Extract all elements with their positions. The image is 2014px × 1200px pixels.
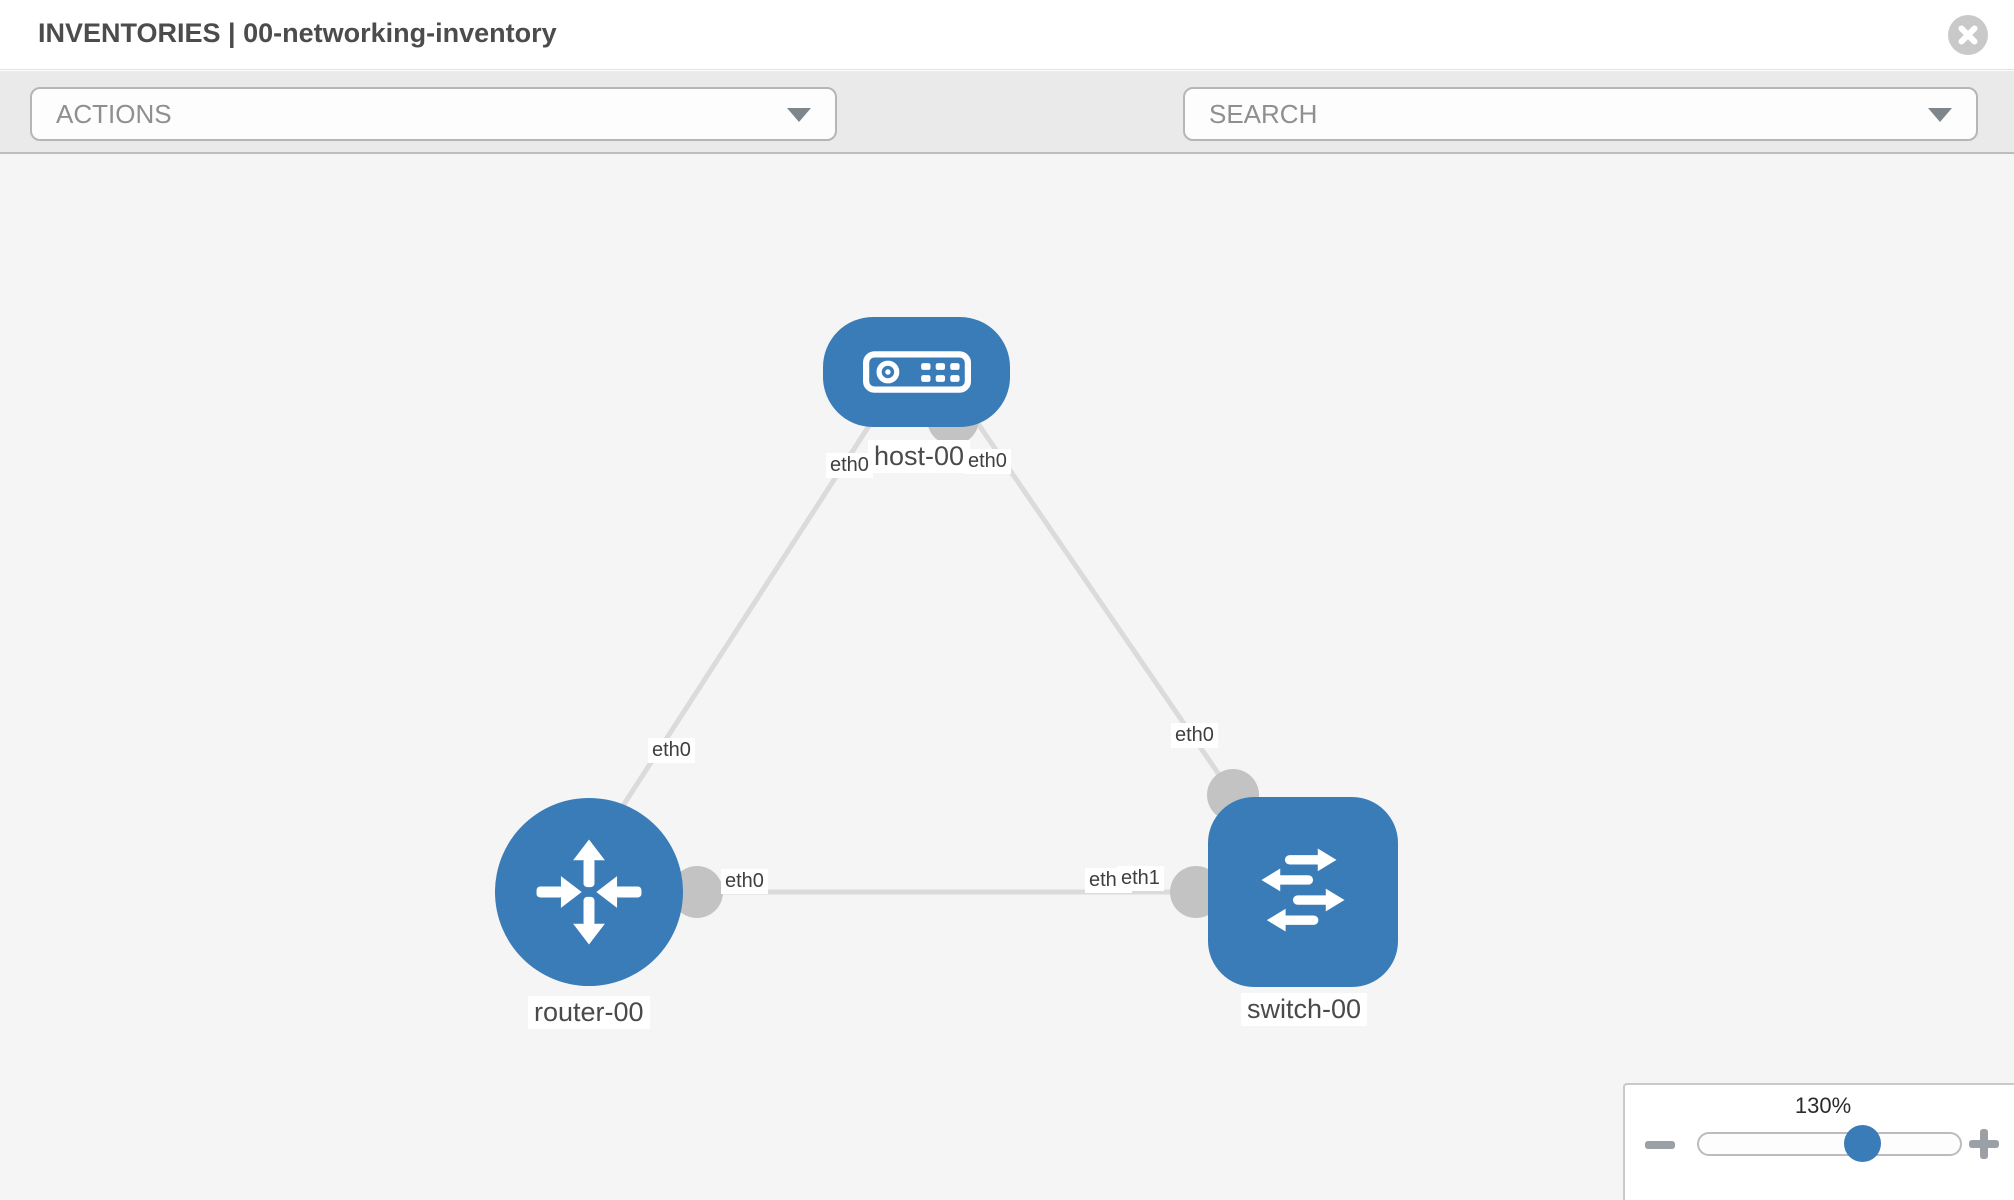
switch-icon bbox=[1261, 848, 1345, 932]
node-label-switch: switch-00 bbox=[1241, 993, 1368, 1026]
node-switch-00[interactable] bbox=[1208, 797, 1398, 987]
interface-label: eth0 bbox=[648, 738, 695, 763]
node-router-00[interactable] bbox=[495, 798, 683, 986]
page-title: INVENTORIES | 00-networking-inventory bbox=[38, 18, 557, 48]
toolbar: ACTIONS SEARCH bbox=[0, 71, 2014, 206]
actions-dropdown-label: ACTIONS bbox=[56, 98, 172, 129]
topology-canvas[interactable] bbox=[0, 154, 2014, 1200]
router-icon bbox=[536, 839, 642, 945]
caret-down-icon bbox=[1928, 108, 1952, 122]
node-label-router: router-00 bbox=[528, 996, 650, 1029]
node-label-host: host-00 bbox=[868, 440, 971, 473]
actions-dropdown[interactable]: ACTIONS bbox=[30, 87, 837, 141]
close-button[interactable] bbox=[1948, 15, 1988, 55]
zoom-level: 130% bbox=[1794, 1093, 1852, 1118]
plus-icon bbox=[1980, 1129, 1988, 1159]
search-dropdown[interactable]: SEARCH bbox=[1183, 87, 1978, 141]
search-dropdown-label: SEARCH bbox=[1209, 98, 1318, 129]
interface-label: eth0 bbox=[826, 453, 873, 478]
interface-label: eth0 bbox=[721, 869, 768, 894]
interface-label: eth1 bbox=[1117, 866, 1164, 891]
node-host-00[interactable] bbox=[823, 317, 1010, 427]
zoom-slider[interactable] bbox=[1697, 1132, 1962, 1156]
header: INVENTORIES | 00-networking-inventory bbox=[0, 0, 2014, 70]
interface-label: eth0 bbox=[1171, 723, 1218, 748]
close-icon bbox=[1958, 25, 1978, 45]
caret-down-icon bbox=[787, 108, 811, 122]
interface-label: eth0 bbox=[964, 449, 1011, 474]
zoom-in-button[interactable] bbox=[1965, 1125, 2003, 1163]
zoom-out-button[interactable] bbox=[1645, 1141, 1675, 1149]
zoom-slider-thumb[interactable] bbox=[1844, 1125, 1881, 1162]
zoom-control-panel: 130% bbox=[1623, 1083, 2014, 1200]
host-icon bbox=[862, 351, 971, 393]
